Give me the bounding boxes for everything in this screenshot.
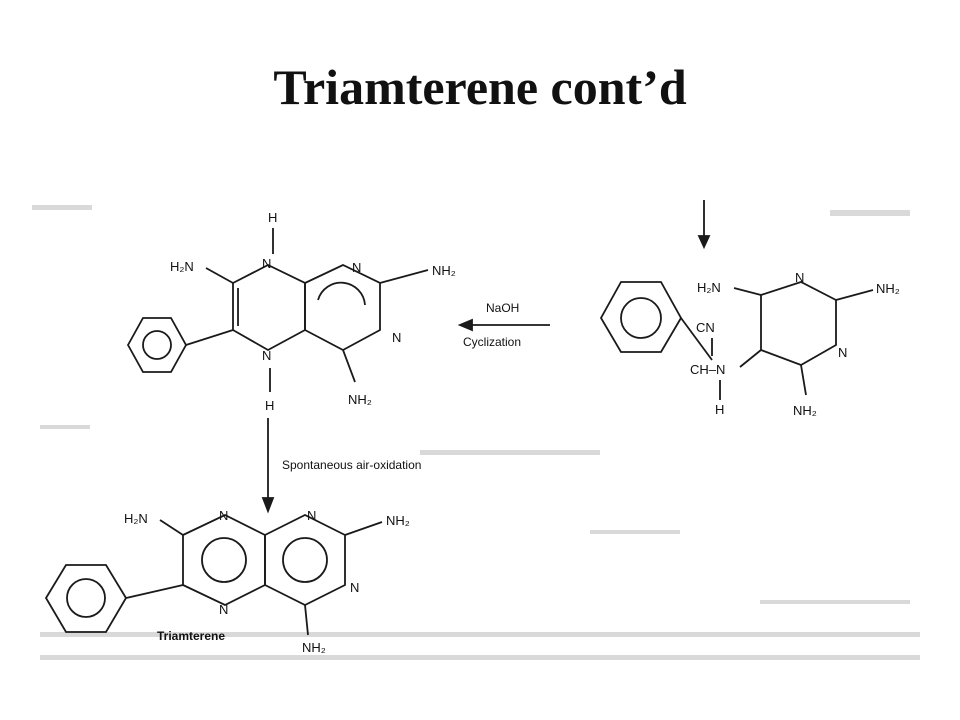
product-name-label: Triamterene	[157, 629, 225, 643]
phenyl-ring-right	[599, 281, 683, 353]
h2n-top-right: H₂N	[697, 280, 721, 295]
nh2-product-bottom: NH₂	[302, 640, 326, 655]
h-bottom-middle: H	[265, 398, 274, 413]
scan-background-noise	[32, 205, 920, 660]
slide-title: Triamterene cont’d	[273, 59, 687, 115]
cyclization-step: NaOH Cyclization	[457, 301, 550, 349]
naoh-label: NaOH	[486, 301, 519, 315]
h-top-middle: H	[268, 210, 277, 225]
nh2-mid-bottom: NH₂	[348, 392, 372, 407]
n-prod-bottom: N	[219, 602, 228, 617]
product-pyrimidine-ring	[264, 513, 346, 607]
pyrazine-ring	[182, 513, 266, 607]
n-mid-right: N	[392, 330, 401, 345]
oxidation-label: Spontaneous air-oxidation	[282, 458, 421, 472]
incoming-arrow-head	[697, 235, 711, 250]
n-dihydro-bottom: N	[262, 348, 271, 363]
nh2-bottom-right: NH₂	[793, 403, 817, 418]
dihydro-ring	[232, 263, 306, 352]
n-ring-right: N	[838, 345, 847, 360]
n-mid-top: N	[352, 260, 361, 275]
nitrile-label: CN	[696, 320, 715, 335]
n-prod-right: N	[350, 580, 359, 595]
dihydro-intermediate: H N N H H₂N N N NH₂ NH₂	[126, 210, 456, 413]
h2n-product: H₂N	[124, 511, 148, 526]
h2n-middle: H₂N	[170, 259, 194, 274]
n-prod-top: N	[219, 508, 228, 523]
triamterene-product: N N N N H₂N NH₂ NH₂ Triamterene	[44, 508, 410, 655]
oxidation-arrow-head	[261, 497, 275, 514]
pyrimidine-ring	[760, 281, 837, 366]
nh2-mid-right: NH₂	[432, 263, 456, 278]
phenyl-ring-product	[44, 564, 128, 633]
phenyl-ring-middle	[126, 317, 188, 373]
starting-material: CN CH–N H H₂N N NH₂ N NH₂	[599, 200, 900, 418]
cyclization-label: Cyclization	[463, 335, 521, 349]
phenyl-ring-right-circle	[620, 297, 662, 339]
amine-h-right: H	[715, 402, 724, 417]
nh2-right: NH₂	[876, 281, 900, 296]
n-prod-right-top: N	[307, 508, 316, 523]
ch-nh-label: CH–N	[690, 362, 725, 377]
nh2-product-right: NH₂	[386, 513, 410, 528]
oxidation-step: Spontaneous air-oxidation	[261, 418, 421, 514]
n-dihydro-top: N	[262, 256, 271, 271]
n-ring-top: N	[795, 270, 804, 285]
cyclization-arrow-head	[457, 318, 473, 332]
